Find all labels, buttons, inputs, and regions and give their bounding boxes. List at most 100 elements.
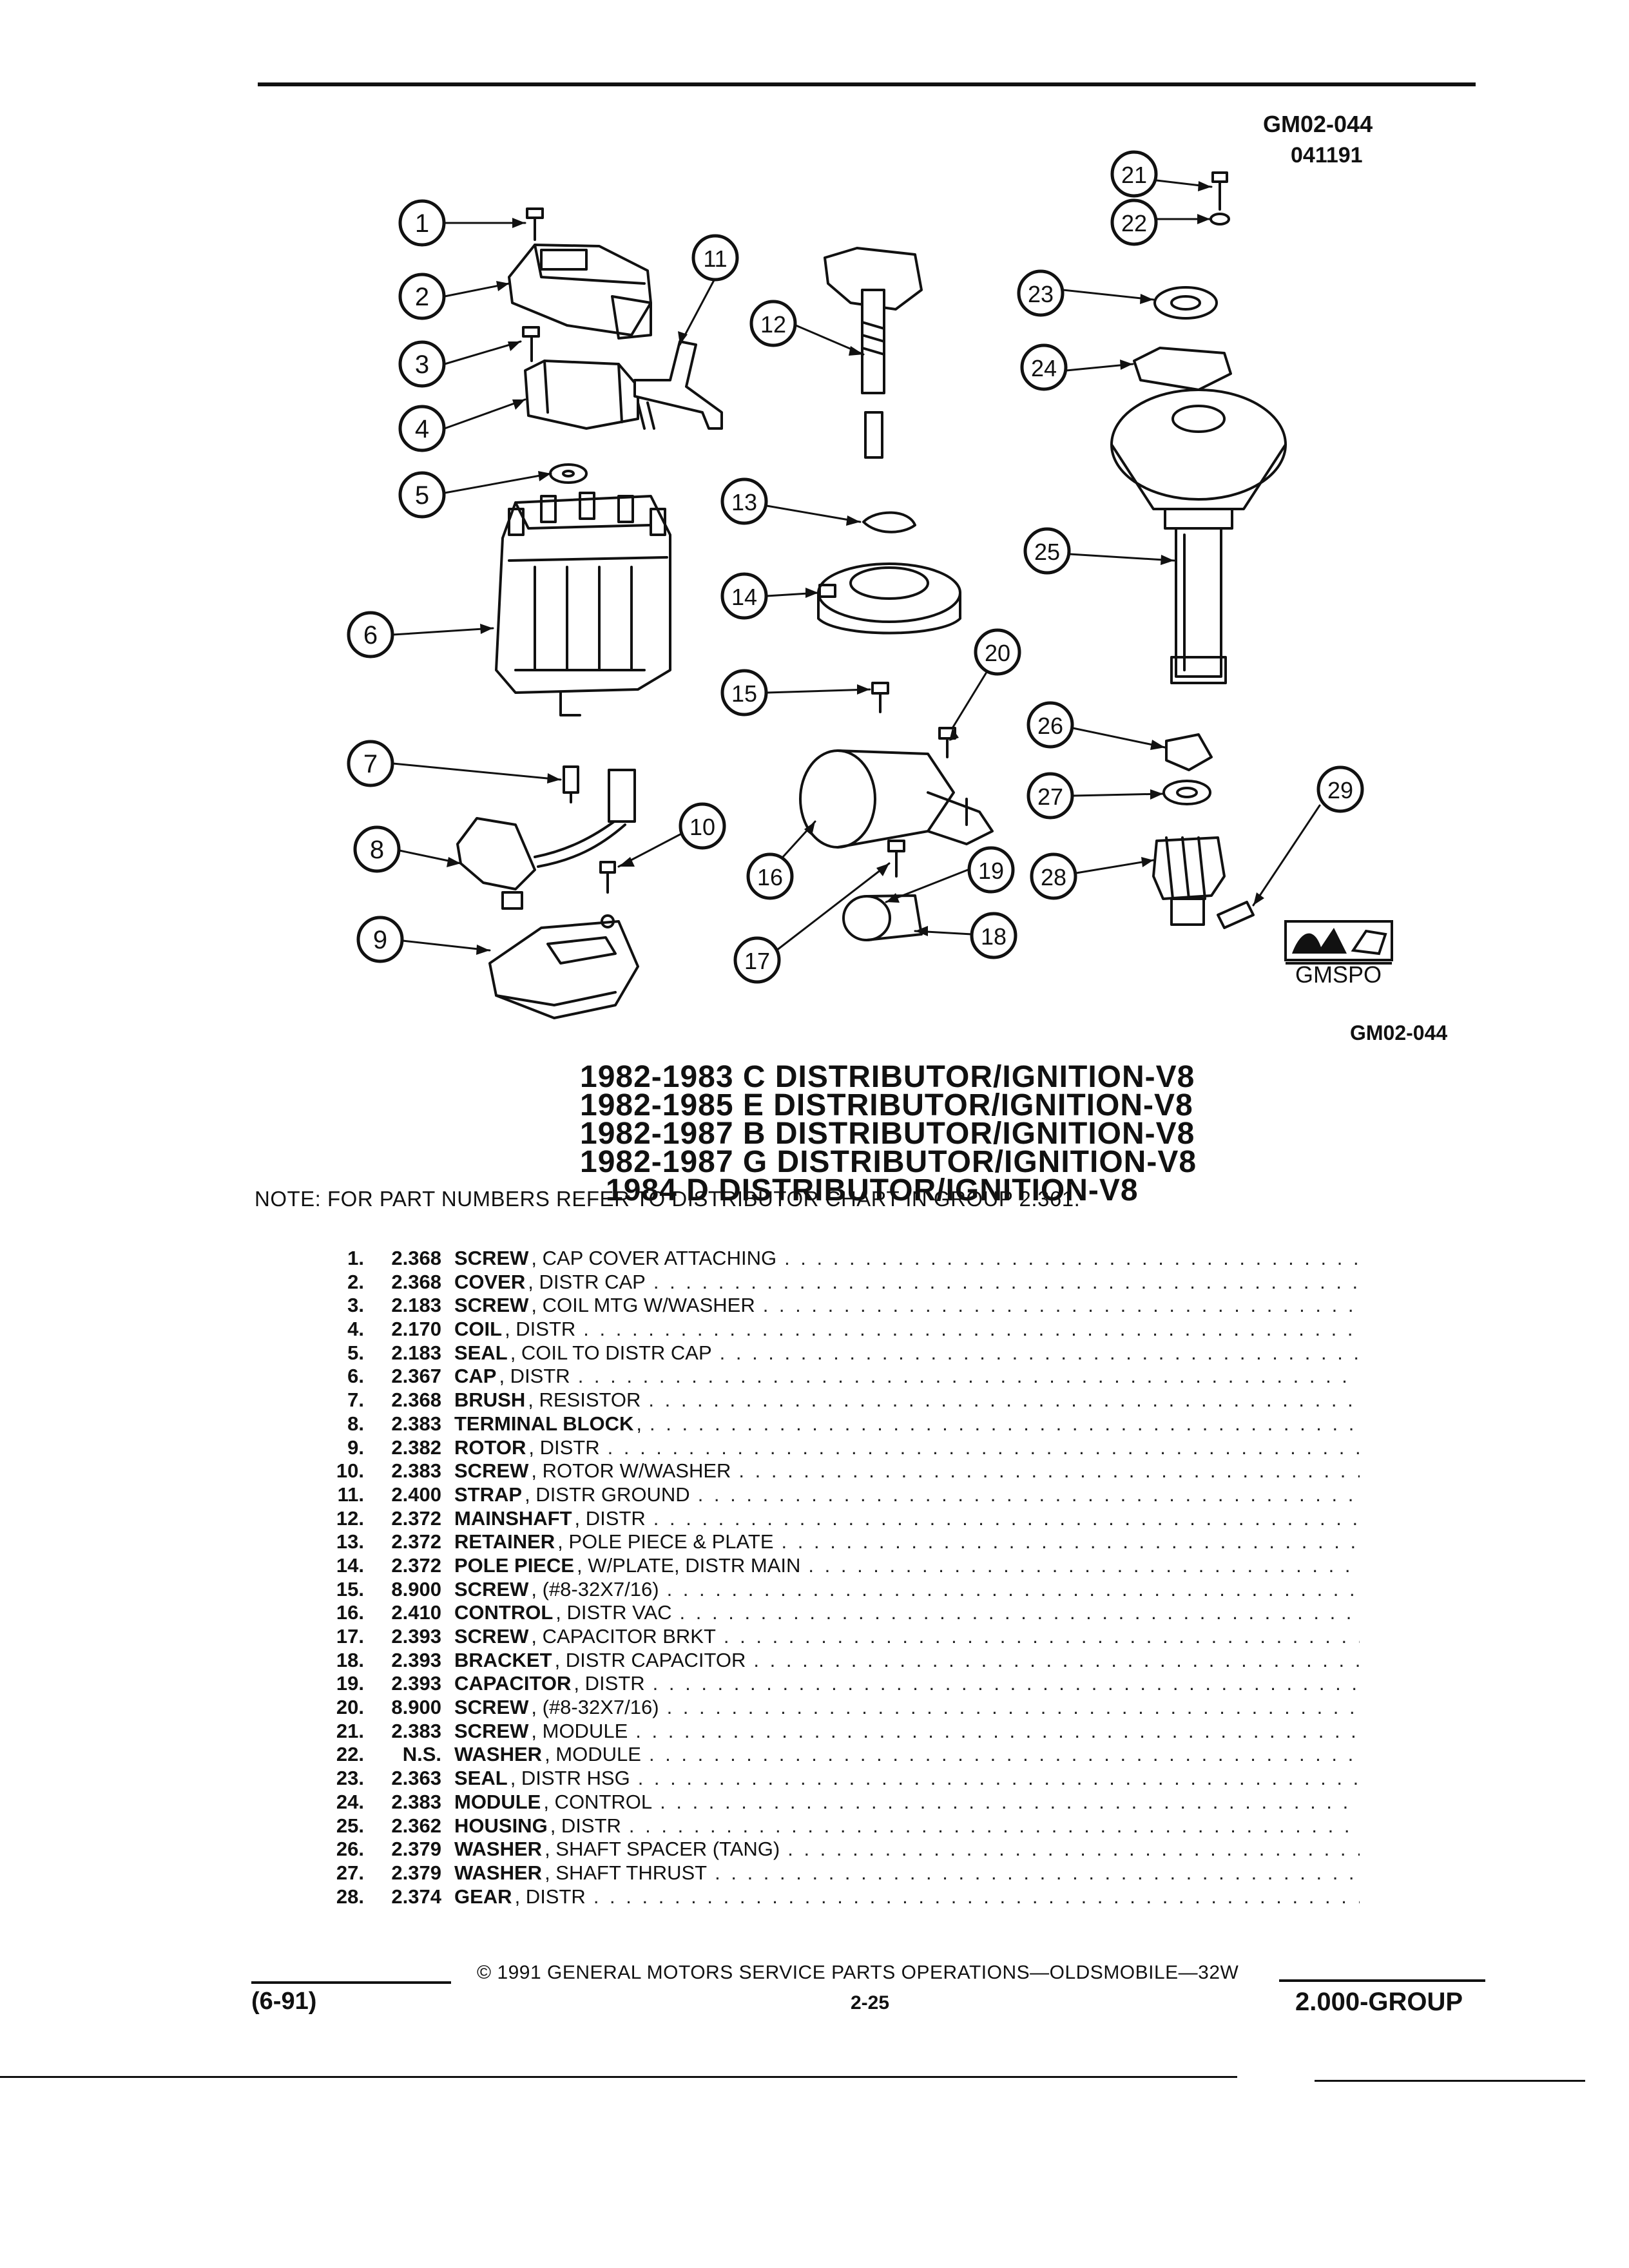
svg-text:2: 2 xyxy=(415,283,429,311)
part-description: , CAP COVER ATTACHING xyxy=(531,1247,777,1269)
part-group: 2.379 xyxy=(391,1861,441,1884)
leader-dots: . . . . . . . . . . . . . . . . . . . . … xyxy=(660,1790,1360,1813)
part-group: 2.170 xyxy=(391,1318,441,1341)
leader-dots: . . . . . . . . . . . . . . . . . . . . … xyxy=(666,1577,1360,1600)
part-11-strap xyxy=(633,340,723,430)
callout-18: 18 xyxy=(970,912,1017,959)
svg-text:17: 17 xyxy=(744,948,770,974)
leader-dots: . . . . . . . . . . . . . . . . . . . . … xyxy=(762,1294,1360,1317)
footer-rule-right xyxy=(1279,1979,1485,1982)
part-description: , COIL MTG W/WASHER xyxy=(531,1294,755,1317)
part-name: SCREW xyxy=(454,1577,529,1600)
part-name: GEAR xyxy=(454,1885,512,1908)
leader-dots: . . . . . . . . . . . . . . . . . . . . … xyxy=(719,1341,1360,1364)
part-description: , (#8-32X7/16) xyxy=(531,1577,659,1600)
part-number: 27. xyxy=(336,1861,364,1884)
callout-15: 15 xyxy=(720,669,768,716)
part-group: 2.382 xyxy=(391,1436,441,1459)
part-name: WASHER xyxy=(454,1743,543,1766)
svg-text:13: 13 xyxy=(731,489,757,515)
callout-16: 16 xyxy=(746,852,794,900)
callout-9: 9 xyxy=(356,916,404,963)
callout-28: 28 xyxy=(1030,852,1077,900)
part-description: , DISTR xyxy=(550,1814,621,1837)
svg-text:15: 15 xyxy=(731,680,757,707)
callout-7: 7 xyxy=(347,740,394,787)
svg-text:9: 9 xyxy=(373,926,387,954)
callout-14: 14 xyxy=(720,572,768,620)
part-group: 2.362 xyxy=(391,1814,441,1837)
svg-text:5: 5 xyxy=(415,481,429,510)
leader-dots: . . . . . . . . . . . . . . . . . . . . … xyxy=(715,1861,1360,1884)
title-block: 1982-1983 C DISTRIBUTOR/IGNITION-V8 1982… xyxy=(580,1062,1224,1206)
top-rule xyxy=(258,82,1476,86)
svg-text:7: 7 xyxy=(363,750,378,778)
title-line-3: 1982-1987 B DISTRIBUTOR/IGNITION-V8 xyxy=(580,1117,1195,1151)
copyright-line: © 1991 GENERAL MOTORS SERVICE PARTS OPER… xyxy=(477,1962,1239,1983)
part-number: 22. xyxy=(336,1743,364,1766)
part-number: 19. xyxy=(336,1672,364,1695)
svg-text:27: 27 xyxy=(1037,783,1063,810)
part-group: 2.400 xyxy=(391,1483,441,1506)
part-name: CAPACITOR xyxy=(454,1672,572,1695)
part-group: 2.383 xyxy=(391,1790,441,1813)
svg-text:1: 1 xyxy=(415,209,429,238)
part-number: 28. xyxy=(336,1885,364,1908)
leader-dots: . . . . . . . . . . . . . . . . . . . . … xyxy=(607,1436,1360,1459)
part-number: 3. xyxy=(347,1294,364,1317)
part-description: , DISTR xyxy=(528,1436,600,1459)
part-7-brush xyxy=(563,765,579,803)
svg-text:20: 20 xyxy=(985,640,1010,666)
callout-24: 24 xyxy=(1020,343,1068,391)
svg-text:12: 12 xyxy=(760,311,786,338)
callout-17: 17 xyxy=(733,936,781,984)
part-name: SCREW xyxy=(454,1247,529,1269)
part-name: SCREW xyxy=(454,1696,529,1719)
part-number: 16. xyxy=(336,1601,364,1624)
part-27-washer-thrust xyxy=(1162,780,1211,805)
svg-text:11: 11 xyxy=(703,245,727,272)
leader-dots: . . . . . . . . . . . . . . . . . . . . … xyxy=(784,1247,1360,1269)
leader-dots: . . . . . . . . . . . . . . . . . . . . … xyxy=(653,1270,1360,1293)
callout-3: 3 xyxy=(398,340,446,388)
leader-dots: . . . . . . . . . . . . . . . . . . . . … xyxy=(697,1483,1360,1506)
svg-text:14: 14 xyxy=(731,584,757,610)
part-description: , DISTR GROUND xyxy=(525,1483,690,1506)
part-name: MODULE xyxy=(454,1790,541,1813)
part-name: COVER xyxy=(454,1270,526,1293)
part-name: SEAL xyxy=(454,1767,508,1790)
part-14-pole-piece xyxy=(817,562,961,635)
part-number: 18. xyxy=(336,1648,364,1671)
callout-5: 5 xyxy=(398,471,446,519)
part-25-housing xyxy=(1110,389,1287,684)
part-9-rotor xyxy=(488,914,639,1019)
callout-8: 8 xyxy=(353,825,401,873)
part-group: 2.393 xyxy=(391,1625,441,1648)
part-29-pin xyxy=(1217,901,1255,929)
part-number: 23. xyxy=(336,1767,364,1790)
part-number: 14. xyxy=(336,1553,364,1577)
leader-dots: . . . . . . . . . . . . . . . . . . . . … xyxy=(648,1743,1360,1766)
part-number: 15. xyxy=(336,1577,364,1600)
part-name: COIL xyxy=(454,1318,503,1341)
part-name: WASHER xyxy=(454,1861,543,1884)
part-name: WASHER xyxy=(454,1838,543,1861)
group-code: 2.000-GROUP xyxy=(1295,1988,1463,2016)
part-number: 9. xyxy=(347,1436,364,1459)
part-description: , COIL TO DISTR CAP xyxy=(510,1341,712,1364)
part-description: , (#8-32X7/16) xyxy=(531,1696,659,1719)
part-17-screw xyxy=(887,840,905,878)
part-group: 8.900 xyxy=(391,1696,441,1719)
callout-23: 23 xyxy=(1017,269,1065,317)
